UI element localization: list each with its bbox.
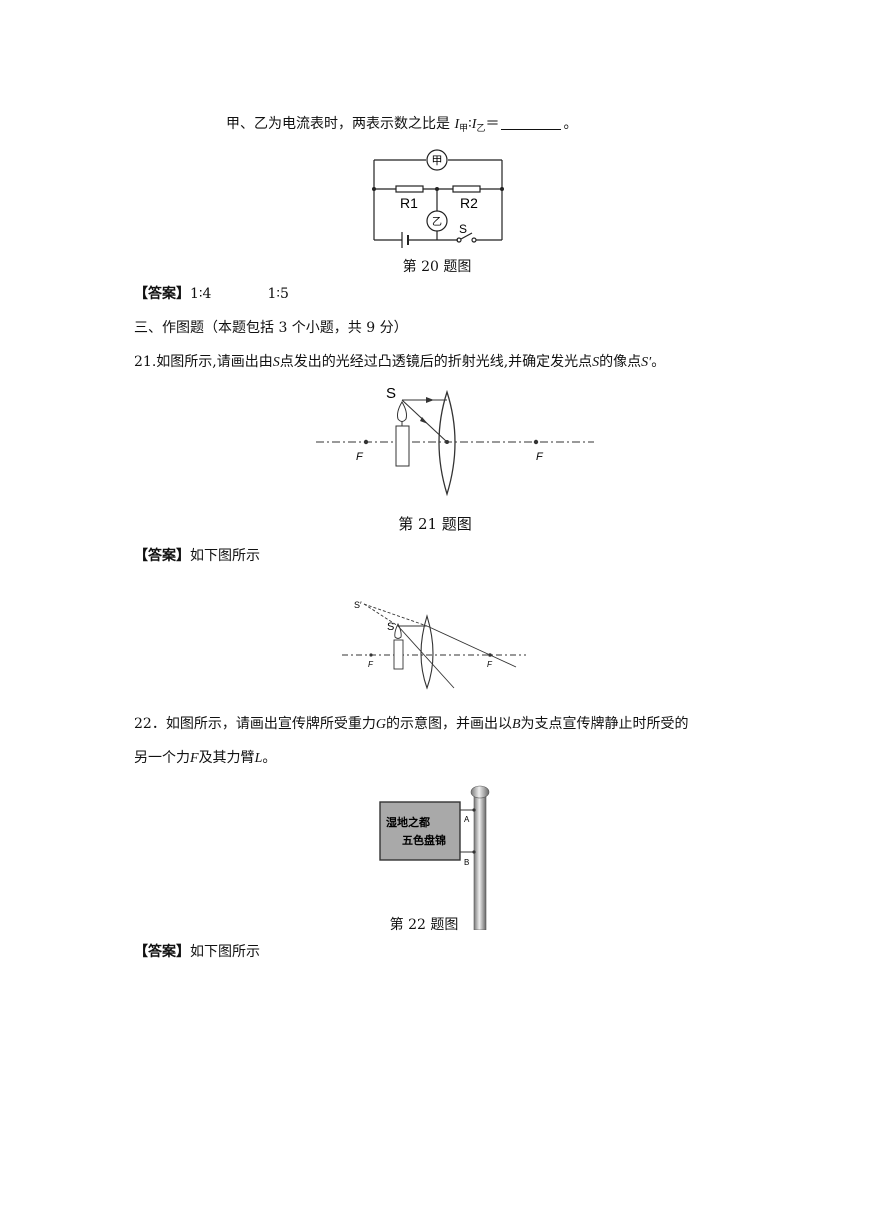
q22-text-1: 22．如图所示，请画出宣传牌所受重力 — [134, 716, 376, 732]
q20-answer-1: 1∶4 — [190, 286, 212, 302]
q22-f-symbol: F — [190, 751, 199, 766]
q22-answer: 【答案】如下图所示 — [134, 942, 260, 962]
q21-s-prime: S′ — [641, 355, 652, 370]
q22-text-3: 为支点宣传牌静止时所受的 — [520, 716, 689, 732]
section-heading: 三、作图题（本题包括 3 个小题，共 9 分） — [134, 320, 408, 336]
q21-caption: 第 21 题图 — [398, 515, 472, 533]
r1-label: R1 — [400, 195, 418, 211]
q20-caption: 第 20 题图 — [402, 259, 472, 275]
ratio-separator: ∶ — [468, 116, 472, 132]
focus-left-label: F — [356, 451, 364, 463]
q22-g-symbol: G — [375, 717, 386, 732]
q22-text-6: 。 — [262, 750, 277, 766]
sign-line-1: 湿地之都 — [386, 815, 430, 829]
q22-text-5: 及其力臂 — [198, 750, 255, 766]
lens-answer-diagram: S′ S F F — [342, 600, 526, 690]
q21-prompt: 21.如图所示,请画出由S点发出的光经过凸透镜后的折射光线,并确定发光点S的像点… — [134, 352, 665, 373]
signboard-diagram: 湿地之都 五色盘锦 A B — [379, 785, 490, 930]
q22-answer-text: 如下图所示 — [190, 944, 260, 960]
answer-source-label: S — [387, 621, 394, 633]
answer-tag: 【答案】 — [134, 286, 190, 302]
focus-right-label: F — [536, 451, 544, 463]
meter-jia-label: 甲 — [432, 155, 443, 167]
equals-sign: ＝ — [485, 116, 500, 132]
q21-text-3: 的像点 — [599, 354, 642, 370]
point-b-label: B — [464, 858, 469, 867]
sign-line-2: 五色盘锦 — [402, 833, 446, 847]
image-point-label: S′ — [354, 600, 362, 610]
sub-jia: 甲 — [459, 124, 469, 134]
q22-prompt-line-1: 22．如图所示，请画出宣传牌所受重力G的示意图，并画出以B为支点宣传牌静止时所受… — [134, 714, 689, 735]
q22-prompt-line-2: 另一个力F及其力臂L。 — [134, 748, 276, 769]
answer-blank[interactable] — [501, 115, 562, 130]
q21-s-symbol-1: S — [272, 355, 280, 370]
q21-text-2: 点发出的光经过凸透镜后的折射光线,并确定发光点 — [279, 354, 593, 370]
q22-caption: 第 22 题图 — [384, 914, 464, 934]
q20-answer-2: 1∶5 — [267, 286, 289, 302]
q22-text-2: 的示意图，并画出以 — [385, 716, 512, 732]
r2-label: R2 — [460, 195, 478, 211]
current-symbol-jia: I — [454, 117, 460, 132]
lens-diagram: S F F — [316, 386, 594, 497]
q21-text-4: 。 — [651, 354, 666, 370]
answer-focus-left: F — [368, 660, 374, 669]
q21-text-1: 21.如图所示,请画出由 — [134, 354, 273, 370]
switch-label: S — [459, 222, 467, 236]
q21-answer: 【答案】如下图所示 — [134, 546, 260, 566]
answer-tag: 【答案】 — [134, 548, 190, 564]
source-label: S — [386, 386, 396, 402]
end-punct: 。 — [563, 116, 578, 132]
q22-l-symbol: L — [254, 751, 263, 766]
circuit-diagram: 甲 乙 R1 R2 S — [372, 149, 504, 248]
q20-answer: 【答案】1∶4 1∶5 — [134, 284, 289, 304]
answer-tag: 【答案】 — [134, 944, 190, 960]
q22-b-symbol: B — [511, 717, 521, 732]
current-symbol-yi: I — [471, 117, 477, 132]
q21-s-symbol-2: S — [592, 355, 600, 370]
answer-focus-right: F — [487, 660, 493, 669]
q22-text-4: 另一个力 — [134, 750, 190, 766]
q20-prompt-text: 甲、乙为电流表时，两表示数之比是 — [226, 116, 450, 132]
meter-yi-label: 乙 — [432, 216, 442, 228]
q20-prompt-line: 甲、乙为电流表时，两表示数之比是 I甲∶I乙＝。 — [226, 114, 577, 139]
point-a-label: A — [464, 815, 470, 824]
sub-yi: 乙 — [476, 124, 486, 134]
q21-answer-text: 如下图所示 — [190, 548, 260, 564]
